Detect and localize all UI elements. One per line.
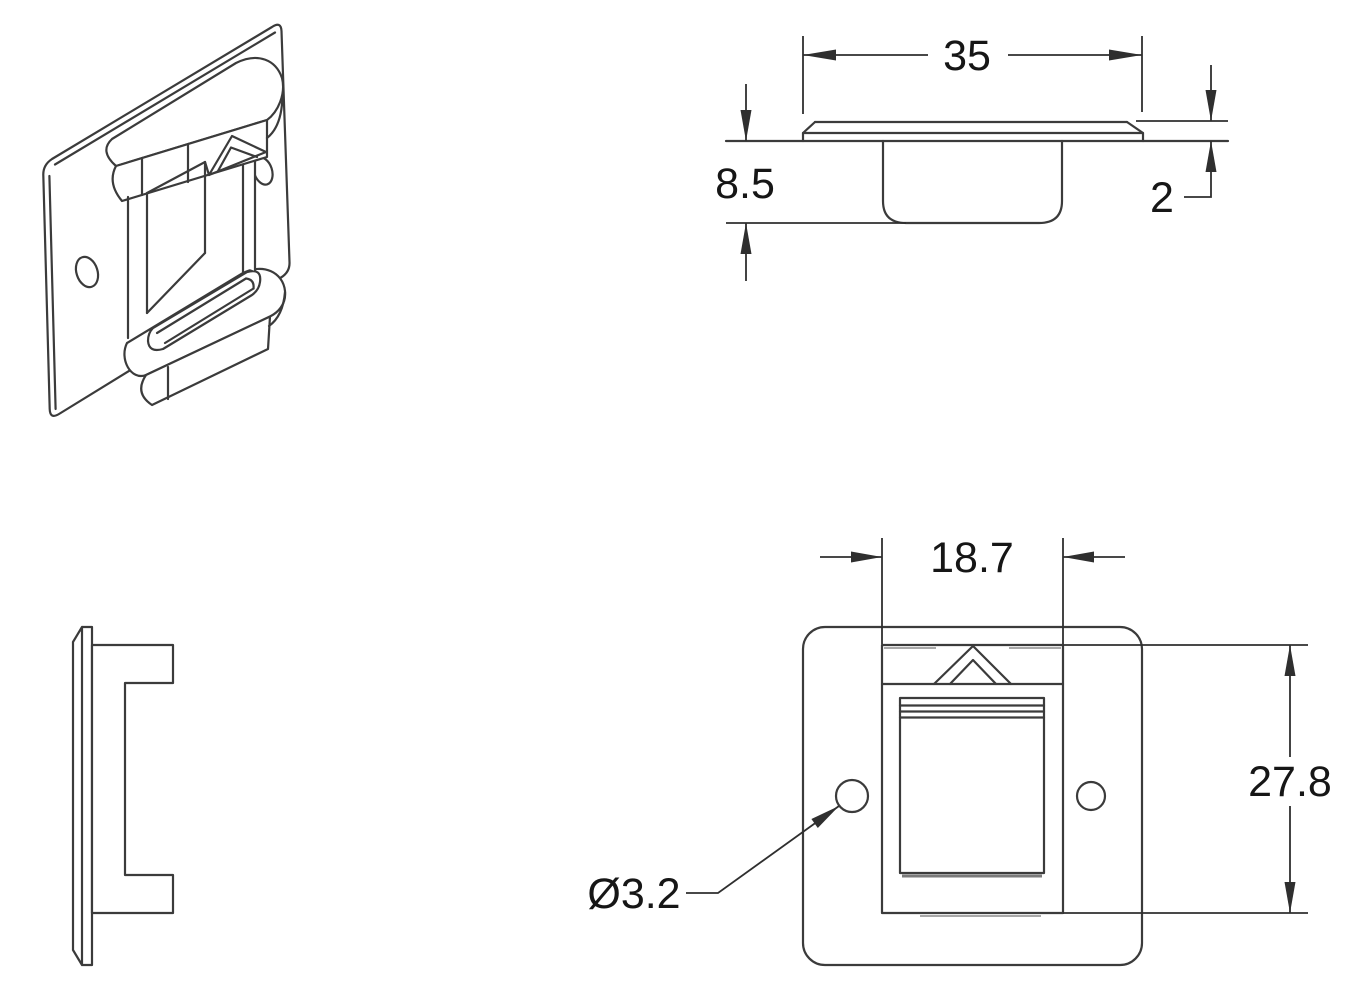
front-view: 18.7 27.8 Ø3.2: [587, 534, 1332, 967]
iso-plate-thickness-left: [48, 174, 57, 411]
section-loop-bowl: [881, 139, 1064, 225]
top-section-view: 35 8.5 2: [715, 32, 1230, 281]
iso-strap-slot-inner-cap: [244, 277, 255, 290]
dim-text-loop-height: 27.8: [1248, 758, 1332, 806]
iso-window-bottom-edge: [145, 251, 207, 315]
dimension-loop-depth: 8.5: [715, 84, 906, 281]
iso-screw-hole-left: [74, 255, 100, 289]
iso-loop-bottom-arm-front: [140, 315, 272, 407]
dim-text-hole-diameter: Ø3.2: [587, 870, 680, 918]
profile-plate-outline: [71, 625, 94, 967]
dim-text-loop-depth: 8.5: [715, 160, 775, 208]
front-screw-hole-left: [834, 778, 870, 814]
arrowhead-right: [851, 551, 882, 563]
front-chevron-outer: [932, 644, 1013, 686]
iso-loop-top-arm-cap-edge: [265, 94, 284, 140]
iso-chevron-outer: [207, 134, 268, 177]
arrowhead-up: [740, 223, 752, 254]
dim-text-slot-width: 18.7: [930, 534, 1014, 582]
iso-loop-bottom-arm-cap-edge: [267, 290, 287, 328]
iso-plate-thickness-top: [53, 31, 277, 166]
hole-diameter-callout: Ø3.2: [587, 805, 840, 918]
front-loop-outline: [880, 643, 1065, 915]
front-window-ribs: [898, 704, 1046, 719]
dimension-slot-width: 18.7: [820, 534, 1125, 644]
iso-strap-slot-inner-front: [163, 287, 255, 345]
arrowhead-up: [1284, 645, 1296, 676]
arrowhead-left: [803, 49, 836, 61]
front-screw-hole-right: [1075, 780, 1107, 812]
arrowhead-left: [1063, 551, 1094, 563]
dimension-plate-thickness: 2: [1136, 65, 1228, 222]
dimension-loop-height: 27.8: [1063, 644, 1332, 914]
leader-line: [686, 805, 840, 894]
arrowhead-down: [740, 110, 752, 141]
section-plate-chamfer-right: [1125, 120, 1145, 143]
iso-loop-top-arm-top: [105, 57, 285, 168]
arrowhead-up: [1205, 141, 1217, 172]
arrowhead-down: [1284, 882, 1296, 913]
dim-text-plate-thickness: 2: [1150, 174, 1174, 222]
iso-strap-slot: [146, 270, 262, 352]
isometric-view: [42, 23, 291, 417]
front-chevron-inner: [948, 658, 998, 686]
dim-text-overall-width: 35: [943, 32, 991, 80]
leader-arrowhead: [811, 806, 839, 828]
iso-chevron-inner: [216, 146, 259, 173]
arrowhead-right: [1109, 49, 1142, 61]
side-profile-view: [71, 625, 175, 967]
iso-window-top-edge: [145, 160, 207, 195]
section-plate-chamfer-left: [801, 120, 817, 143]
front-strap-window: [898, 696, 1046, 875]
profile-loop-bracket: [90, 643, 175, 915]
arrowhead-down: [1205, 90, 1217, 121]
dimension-overall-width: 35: [802, 32, 1143, 114]
iso-strap-slot-inner-back: [155, 277, 248, 335]
